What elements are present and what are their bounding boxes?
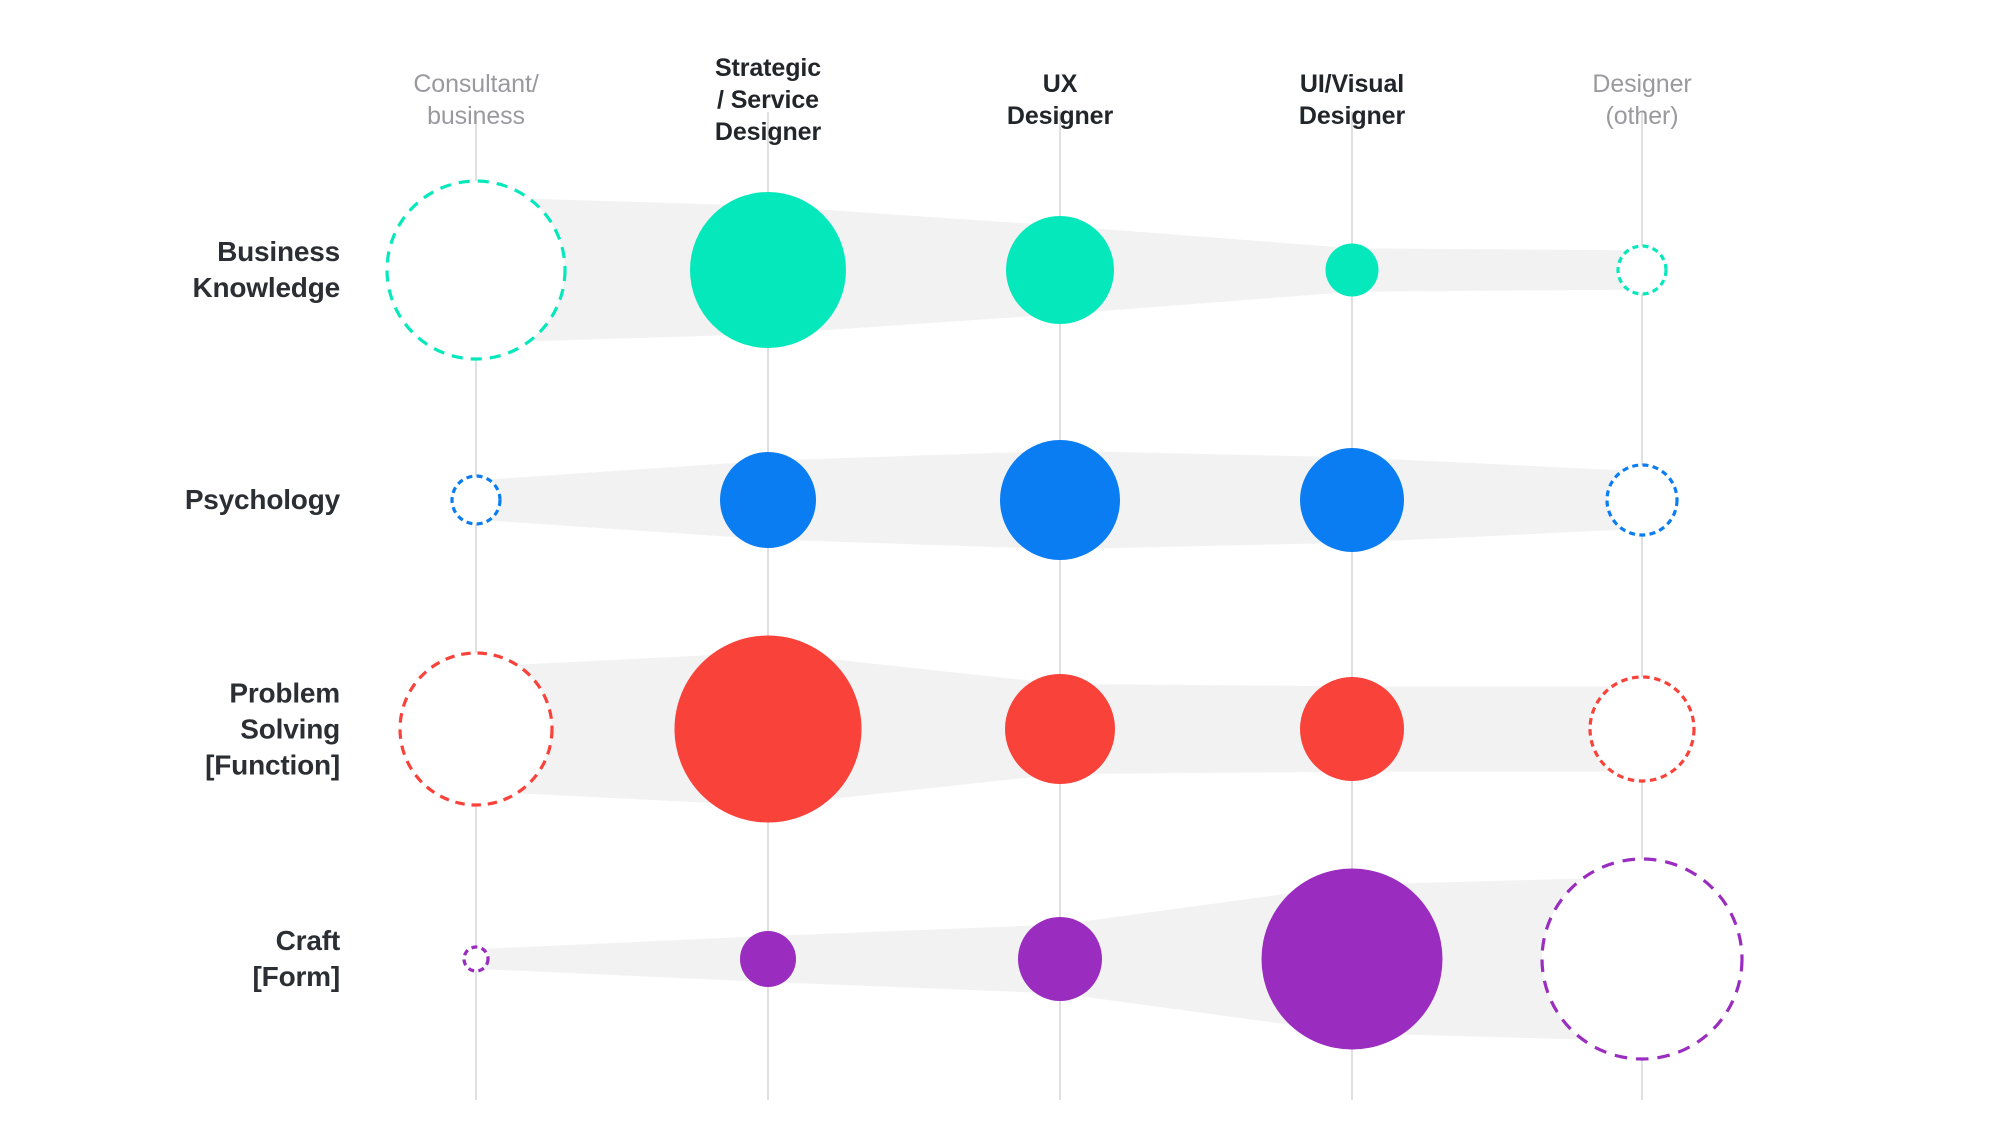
bubble-r2-c3[interactable] bbox=[1000, 440, 1120, 560]
bubble-r3-c5[interactable] bbox=[1588, 675, 1696, 783]
row-label-2: Psychology bbox=[184, 484, 340, 516]
column-header-5: Designer (other) bbox=[1592, 70, 1692, 130]
bubble-r4-c4[interactable] bbox=[1261, 868, 1443, 1050]
bubble-r1-c4[interactable] bbox=[1325, 243, 1379, 297]
bubbles-layer bbox=[385, 179, 1744, 1061]
bubble-r3-c3[interactable] bbox=[1005, 674, 1115, 784]
column-header-3: UX Designer bbox=[1006, 70, 1114, 130]
bubble-r4-c3[interactable] bbox=[1018, 917, 1102, 1001]
bubble-r4-c5[interactable] bbox=[1540, 857, 1744, 1061]
column-header-1: Consultant/ business bbox=[413, 70, 539, 130]
bubble-r4-c2[interactable] bbox=[740, 931, 796, 987]
row-label-3: Problem Solving [Function] bbox=[205, 677, 340, 780]
bubble-r4-c1[interactable] bbox=[462, 945, 490, 973]
row-label-1: Business Knowledge bbox=[192, 236, 340, 303]
bubble-r1-c5[interactable] bbox=[1616, 244, 1668, 296]
bubble-r1-c2[interactable] bbox=[690, 192, 846, 348]
bubble-r2-c1[interactable] bbox=[450, 474, 502, 526]
bubble-r2-c4[interactable] bbox=[1300, 448, 1404, 552]
bubble-r2-c2[interactable] bbox=[720, 452, 816, 548]
row-label-4: Craft [Form] bbox=[252, 925, 341, 992]
column-header-2: Strategic / Service Designer bbox=[714, 54, 822, 146]
bubble-r3-c4[interactable] bbox=[1300, 677, 1404, 781]
bubble-r1-c3[interactable] bbox=[1006, 216, 1114, 324]
column-header-4: UI/Visual Designer bbox=[1298, 70, 1406, 130]
bubble-r3-c1[interactable] bbox=[398, 651, 554, 807]
bubble-r2-c5[interactable] bbox=[1605, 463, 1679, 537]
bubble-r3-c2[interactable] bbox=[674, 635, 862, 823]
bubble-r1-c1[interactable] bbox=[385, 179, 567, 361]
